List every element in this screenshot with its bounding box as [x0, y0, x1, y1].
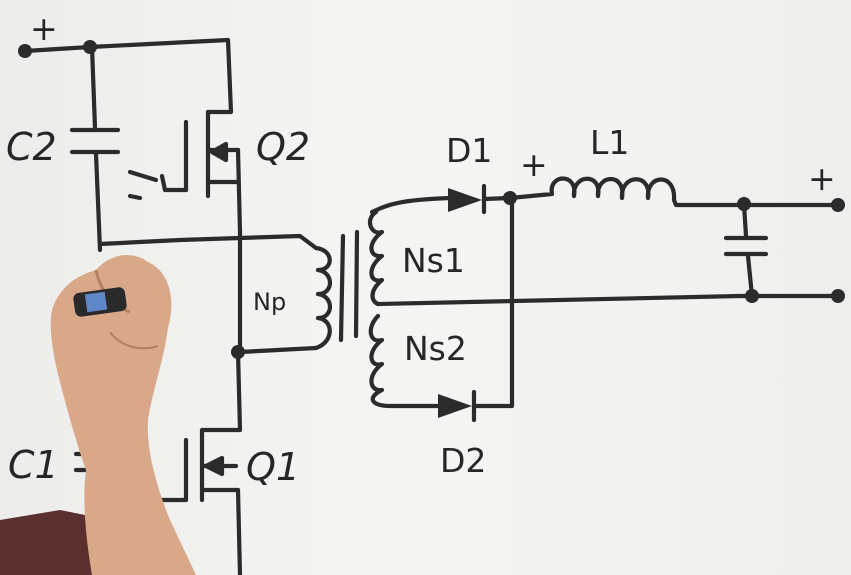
diode-d1 [448, 183, 517, 215]
transformer-core [338, 229, 360, 343]
l1-label: L1 [590, 123, 629, 162]
np-label: Np [253, 288, 286, 316]
d2-label: D2 [440, 441, 486, 480]
l1-plus-label: + [520, 145, 548, 184]
ns1-label: Ns1 [402, 241, 465, 280]
input-positive-rail [18, 37, 234, 115]
secondary-winding-ns1 [367, 195, 453, 307]
transistor-q1 [157, 349, 243, 575]
c1-label: C1 [8, 443, 59, 487]
c2-label: C2 [6, 125, 57, 169]
diode-d2 [438, 195, 515, 423]
q1-label: Q1 [246, 445, 300, 489]
output-capacitor [723, 201, 845, 303]
ns2-label: Ns2 [404, 329, 467, 368]
q2-label: Q2 [256, 125, 310, 169]
secondary-winding-ns2 [368, 293, 841, 409]
d1-label: D1 [446, 131, 492, 170]
hand-with-marker [0, 255, 196, 575]
transistor-q2 [127, 109, 243, 235]
primary-winding-np [313, 245, 333, 351]
input-plus-label: + [30, 9, 58, 48]
output-plus-label: + [808, 159, 836, 198]
capacitor-c2 [69, 44, 121, 253]
inductor-l1 [507, 176, 845, 212]
